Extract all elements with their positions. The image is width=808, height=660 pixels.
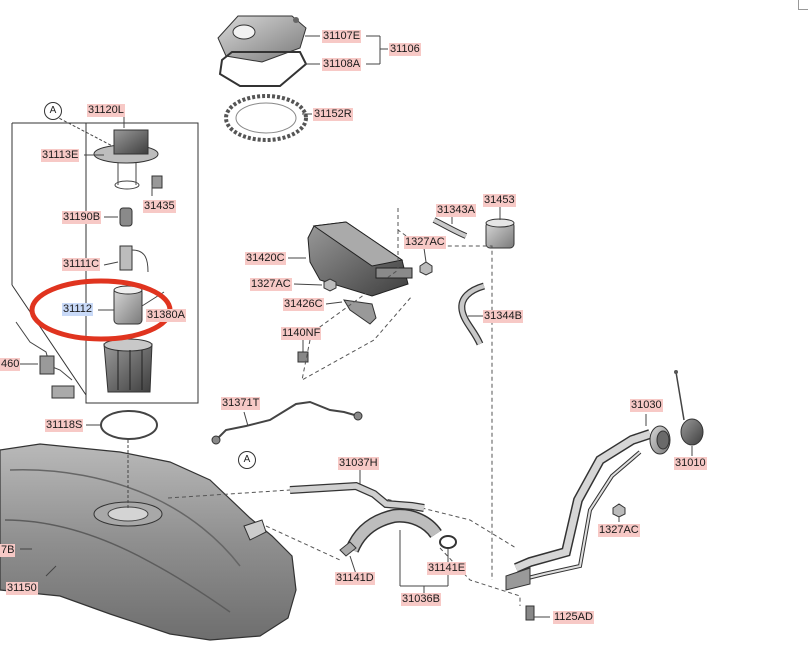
callout-31112[interactable]: 31112 bbox=[62, 303, 93, 316]
callout-31117B[interactable]: 7B bbox=[0, 544, 16, 557]
gasket-31118S bbox=[86, 410, 158, 440]
gasket-31108A bbox=[218, 51, 308, 87]
fuel-tank-31150 bbox=[0, 440, 297, 641]
hose-31343A bbox=[432, 216, 468, 239]
callout-31108A[interactable]: 31108A bbox=[322, 58, 362, 71]
corner-button[interactable] bbox=[798, 0, 808, 10]
callout-31371T[interactable]: 31371T bbox=[221, 397, 261, 410]
callout-31435[interactable]: 31435 bbox=[143, 200, 176, 213]
pump-reservoir bbox=[103, 338, 153, 393]
vapor-line-31371T bbox=[211, 400, 363, 445]
bolt-1140NF bbox=[297, 340, 309, 363]
pump-motor-31112 bbox=[113, 285, 143, 325]
lock-ring-31152R bbox=[224, 94, 308, 142]
callout-31460[interactable]: 460 bbox=[0, 358, 21, 371]
hose-31344B bbox=[458, 282, 486, 346]
callout-31030[interactable]: 31030 bbox=[630, 399, 663, 412]
callout-31106[interactable]: 31106 bbox=[389, 43, 421, 56]
callout-31150[interactable]: 31150 bbox=[6, 582, 38, 595]
hose-31036B bbox=[345, 508, 449, 594]
callout-31453[interactable]: 31453 bbox=[483, 194, 516, 207]
callout-1327AC-a[interactable]: 1327AC bbox=[404, 236, 446, 249]
filler-neck-31030 bbox=[505, 414, 671, 591]
nut-1327AC bbox=[293, 278, 337, 292]
marker-a-bottom: A bbox=[238, 451, 256, 469]
callout-1125AD[interactable]: 1125AD bbox=[553, 611, 594, 624]
callout-31344B[interactable]: 31344B bbox=[483, 310, 523, 323]
callout-31118S[interactable]: 31118S bbox=[45, 419, 84, 432]
filter-31453 bbox=[485, 206, 515, 249]
callout-31036B[interactable]: 31036B bbox=[401, 593, 441, 606]
callout-31120L[interactable]: 31120L bbox=[87, 104, 125, 117]
callout-31420C[interactable]: 31420C bbox=[245, 252, 286, 265]
level-sensor-31460 bbox=[15, 321, 75, 399]
callout-31111C[interactable]: 31111C bbox=[62, 258, 101, 271]
callout-31190B[interactable]: 31190B bbox=[62, 211, 102, 224]
hose-31037H bbox=[289, 470, 425, 512]
sender-31111C bbox=[119, 245, 149, 273]
connector-31435 bbox=[151, 175, 163, 189]
callout-1140NF[interactable]: 1140NF bbox=[281, 327, 322, 340]
callout-31380A[interactable]: 31380A bbox=[146, 309, 186, 322]
clamp-31141D bbox=[339, 541, 357, 575]
pump-flange-31113E bbox=[93, 129, 159, 190]
callout-31010[interactable]: 31010 bbox=[674, 457, 707, 470]
bracket-31426C bbox=[325, 299, 377, 325]
callout-31037H[interactable]: 31037H bbox=[338, 457, 379, 470]
cover-plate-31107E bbox=[217, 15, 307, 63]
callout-31343A[interactable]: 31343A bbox=[436, 204, 476, 217]
nut-1327AC-b bbox=[419, 247, 433, 276]
marker-a-top: A bbox=[44, 102, 62, 120]
callout-31152R[interactable]: 31152R bbox=[313, 108, 353, 121]
callout-31113E[interactable]: 31113E bbox=[41, 149, 80, 162]
bolt-1125AD bbox=[525, 605, 550, 621]
fuel-cap-31010 bbox=[674, 370, 704, 456]
nut-1327AC-c bbox=[612, 503, 626, 522]
callout-1327AC-b[interactable]: 1327AC bbox=[250, 278, 292, 291]
callout-1327AC-c[interactable]: 1327AC bbox=[598, 524, 640, 537]
filter-31190B bbox=[119, 207, 133, 227]
clamp-31141E bbox=[439, 535, 457, 549]
callout-31141D[interactable]: 31141D bbox=[335, 572, 375, 585]
callout-31107E[interactable]: 31107E bbox=[322, 30, 362, 43]
callout-31141E[interactable]: 31141E bbox=[427, 562, 467, 575]
callout-31426C[interactable]: 31426C bbox=[283, 298, 324, 311]
